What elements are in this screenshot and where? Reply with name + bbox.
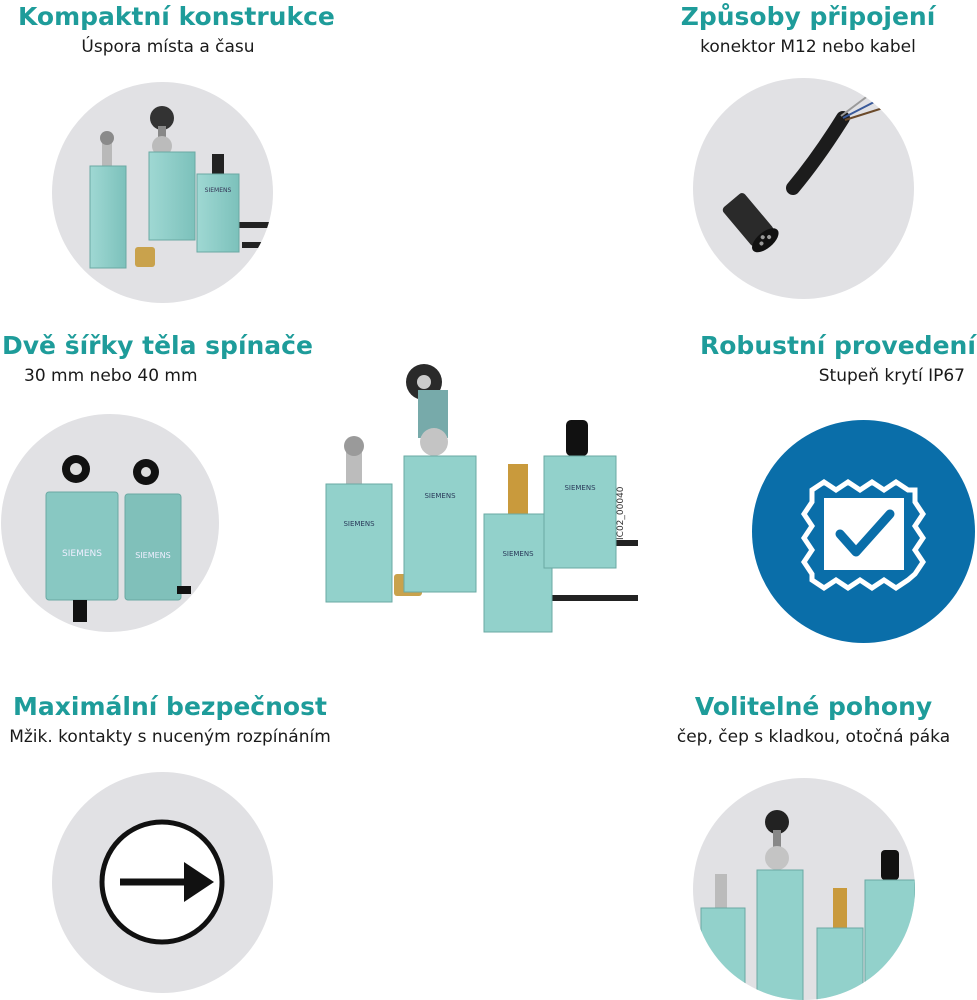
ip67-stamp-check-icon [752, 420, 975, 643]
feature-subtitle: Stupeň krytí IP67 [818, 366, 965, 386]
feature-subtitle: Mžik. kontakty s nuceným rozpínáním [9, 727, 331, 747]
svg-text:SIEMENS: SIEMENS [135, 551, 171, 560]
feature-subtitle: 30 mm nebo 40 mm [24, 366, 198, 386]
arrow-right-circle-icon [52, 772, 273, 993]
brand-label: SIEMENS [205, 187, 232, 194]
svg-text:SIEMENS: SIEMENS [502, 550, 534, 558]
svg-text:SIEMENS: SIEMENS [564, 484, 596, 492]
svg-text:SIEMENS: SIEMENS [343, 520, 375, 528]
feature-widths: Dvě šířky těla spínače 30 mm nebo 40 mm [2, 331, 313, 388]
actuators-photo [693, 778, 915, 1000]
m12-cable-connector-photo [693, 78, 914, 299]
feature-compact: Kompaktní konstrukce Úspora místa a času [18, 2, 335, 59]
compact-switches-photo: SIEMENS [52, 82, 273, 303]
feature-connection: Způsoby připojení konektor M12 nebo kabe… [658, 2, 958, 59]
feature-title: Dvě šířky těla spínače [2, 331, 313, 360]
feature-title: Volitelné pohony [694, 692, 933, 721]
switch-widths-photo: SIEMENS SIEMENS [1, 414, 219, 632]
image-code: IC02_00040 [616, 486, 626, 540]
feature-subtitle: konektor M12 nebo kabel [700, 37, 916, 57]
feature-title: Maximální bezpečnost [13, 692, 327, 721]
feature-title: Robustní provedení [700, 331, 976, 360]
feature-actuators: Volitelné pohony čep, čep s kladkou, oto… [650, 692, 977, 749]
svg-text:SIEMENS: SIEMENS [424, 492, 456, 500]
feature-title: Kompaktní konstrukce [18, 2, 335, 31]
feature-safety: Maximální bezpečnost Mžik. kontakty s nu… [0, 692, 340, 749]
svg-text:SIEMENS: SIEMENS [62, 549, 102, 559]
feature-title: Způsoby připojení [680, 2, 936, 31]
feature-subtitle: Úspora místa a času [81, 37, 255, 57]
feature-subtitle: čep, čep s kladkou, otočná páka [676, 727, 951, 747]
switch-family-photo: SIEMENS SIEMENS SIEMENS SIEMENS IC02_000… [318, 360, 638, 640]
feature-robust: Robustní provedení Stupeň krytí IP67 [700, 331, 976, 388]
